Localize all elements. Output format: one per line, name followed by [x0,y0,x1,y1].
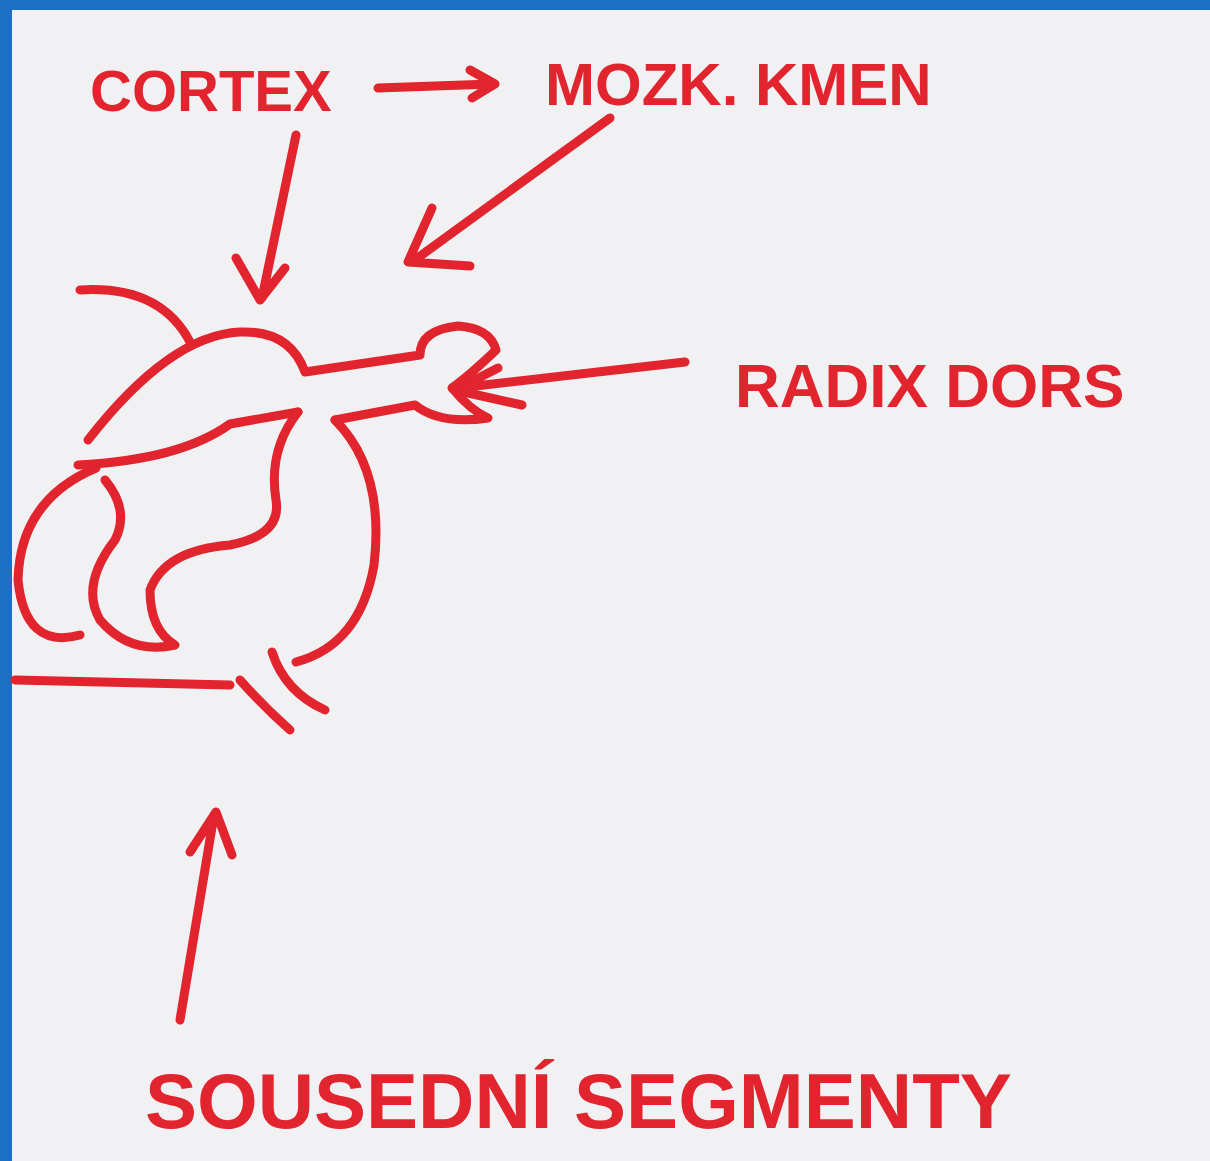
paper-ground [12,10,1210,1161]
root-label: RADIX DORS [735,355,1124,417]
pathway-label: CORTEX [90,62,332,120]
pathway-label: MOZK. KMEN [545,55,932,115]
segment-label: SOUSEDNÍ SEGMENTY [145,1062,1012,1140]
